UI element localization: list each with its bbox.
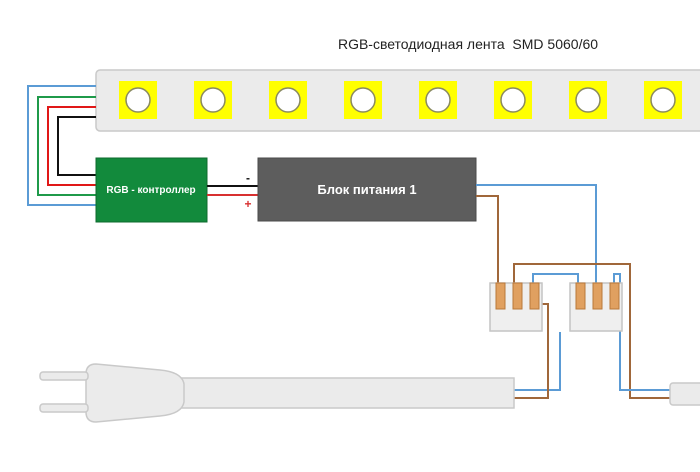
ac-wires: [476, 184, 670, 399]
psu-wire-blue: [476, 184, 597, 283]
strip-title: RGB-светодиодная лента SMD 5060/60: [338, 36, 598, 52]
plug-body: [85, 363, 185, 423]
terminal-blocks: [489, 282, 623, 332]
power-supply: Блок питания 1: [257, 157, 477, 222]
wire-blue: [27, 85, 100, 206]
terminal-lever: [495, 282, 506, 310]
led-lens: [575, 87, 601, 113]
led-lens: [200, 87, 226, 113]
terminal-lever: [529, 282, 540, 310]
terminal-lever: [592, 282, 603, 310]
out-wire-blue: [613, 273, 670, 391]
plug-wire-brown: [512, 332, 549, 399]
led-lens: [650, 87, 676, 113]
plus-sign: +: [244, 197, 251, 211]
minus-sign: -: [246, 171, 250, 185]
power-supply-label: Блок питания 1: [317, 182, 416, 197]
rgb-controller: RGB - контроллер: [95, 157, 208, 223]
led-lens: [425, 87, 451, 113]
out-wire-brown: [513, 263, 670, 399]
led-strip-body: [95, 69, 700, 132]
plug-wire-blue: [512, 332, 561, 391]
terminal-lever: [575, 282, 586, 310]
terminal-block-right: [569, 282, 623, 332]
rgb-controller-box: [95, 157, 208, 223]
dc-wires: - +: [207, 171, 258, 211]
led-lens: [275, 87, 301, 113]
rgb-controller-label: RGB - контроллер: [106, 185, 195, 196]
wire-black: [57, 116, 100, 176]
wire-red: [47, 106, 100, 186]
wire-green: [37, 96, 100, 196]
plug-pin-top: [39, 371, 89, 381]
led-lens: [500, 87, 526, 113]
psu-wire-brown: [476, 195, 499, 283]
terminal-block-left: [489, 282, 543, 332]
terminal-lever: [512, 282, 523, 310]
bridge-wire-blue: [532, 273, 579, 283]
led-chips: [119, 81, 682, 119]
led-strip: [95, 69, 700, 132]
led-lens: [125, 87, 151, 113]
rgb-wires: [27, 85, 100, 206]
plug-cable: [179, 377, 515, 409]
power-plug: [39, 363, 515, 423]
terminal-lever: [609, 282, 620, 310]
output-cable: [669, 382, 700, 406]
plug-pin-bottom: [39, 403, 89, 413]
power-supply-box: [257, 157, 477, 222]
led-lens: [350, 87, 376, 113]
